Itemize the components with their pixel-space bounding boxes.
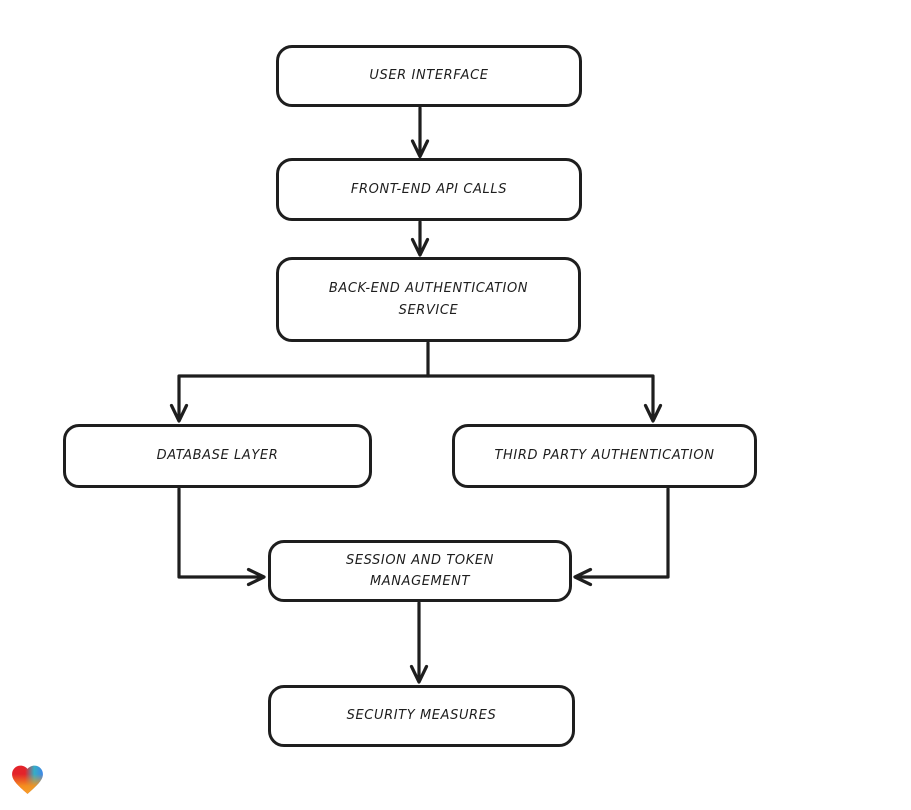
edge-session-and-token-management-to-security-measures — [409, 601, 429, 684]
node-label: BACK-END AUTHENTICATION SERVICE — [328, 281, 529, 318]
node-label: FRONT-END API CALLS — [350, 181, 508, 197]
node-user-interface[interactable]: USER INTERFACE — [276, 45, 582, 107]
node-label: USER INTERFACE — [369, 68, 489, 84]
eraser-heart-logo-icon — [12, 765, 43, 794]
arrowhead-down-icon — [409, 664, 429, 684]
edge-third-party-authentication-to-session-and-token-management — [573, 487, 670, 587]
edge-front-end-api-calls-to-back-end-authentication-service — [410, 220, 430, 257]
arrowhead-right-icon — [246, 567, 266, 587]
node-third-party-authentication[interactable]: THIRD PARTY AUTHENTICATION — [452, 424, 757, 488]
node-front-end-api-calls[interactable]: FRONT-END API CALLS — [276, 158, 582, 221]
edge-database-layer-to-session-and-token-management — [177, 487, 266, 587]
arrowhead-down-icon — [643, 403, 663, 423]
node-database-layer[interactable]: DATABASE LAYER — [63, 424, 372, 488]
node-label: SESSION AND TOKEN MANAGEMENT — [345, 552, 495, 589]
arrowhead-left-icon — [573, 567, 593, 587]
node-label: SECURITY MEASURES — [346, 708, 497, 724]
arrowhead-down-icon — [410, 237, 430, 257]
node-security-measures[interactable]: SECURITY MEASURES — [268, 685, 575, 747]
edge-back-end-authentication-service-branch — [169, 341, 663, 423]
node-session-and-token-management[interactable]: SESSION AND TOKEN MANAGEMENT — [268, 540, 572, 602]
node-label: DATABASE LAYER — [156, 448, 279, 464]
node-label: THIRD PARTY AUTHENTICATION — [494, 448, 715, 464]
arrowhead-down-icon — [410, 139, 430, 159]
edge-user-interface-to-front-end-api-calls — [410, 106, 430, 159]
node-back-end-authentication-service[interactable]: BACK-END AUTHENTICATION SERVICE — [276, 257, 581, 342]
arrowhead-down-icon — [169, 403, 189, 423]
